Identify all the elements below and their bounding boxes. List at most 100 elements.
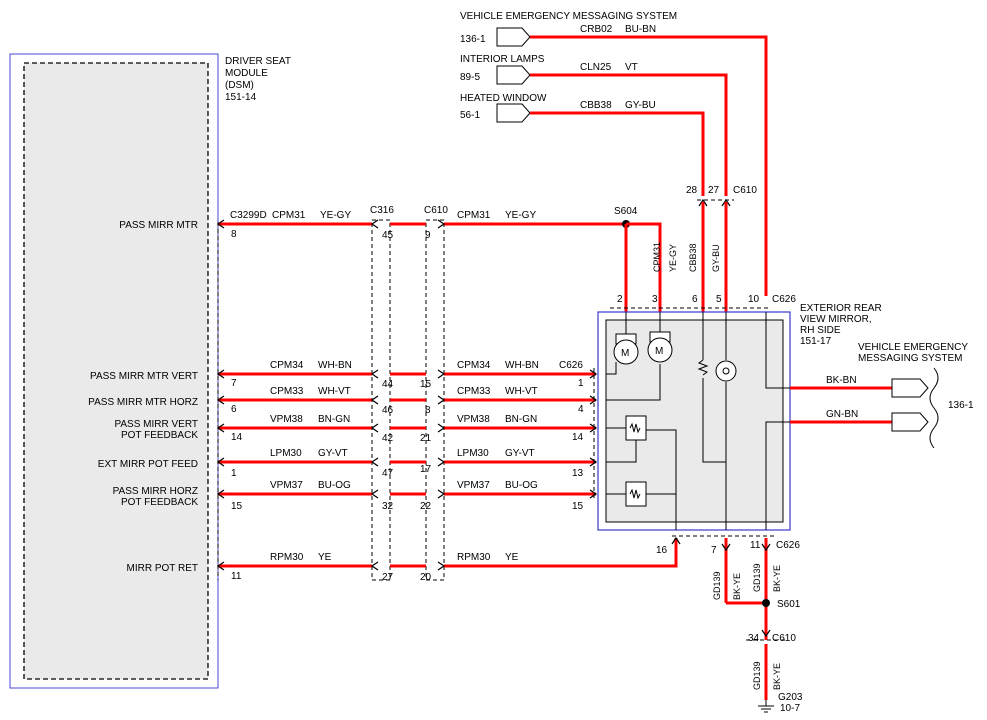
pin-arrow xyxy=(589,457,598,467)
c610-upper-label: C610 xyxy=(733,185,757,196)
c316-pin: 32 xyxy=(382,501,394,512)
circuit-label: CPM33 xyxy=(270,386,304,397)
dsm-pin-label-mtr-horz: PASS MIRR MTR HORZ xyxy=(88,397,198,408)
vems-right-title-2: MESSAGING SYSTEM xyxy=(858,353,962,364)
dsm-body xyxy=(23,62,209,680)
color-label: YE-GY xyxy=(320,210,351,221)
c610-ground-pin: 34 xyxy=(748,633,760,644)
color-label: YE xyxy=(505,552,519,563)
circuit-label: LPM30 xyxy=(457,448,489,459)
c626-left-pin: 13 xyxy=(572,468,584,479)
dsm-pin-label-horz-pot-2: POT FEEDBACK xyxy=(121,497,198,508)
potentiometer-icon xyxy=(625,415,647,441)
circuit-label: VPM37 xyxy=(270,480,303,491)
vems-top-ref: 136-1 xyxy=(460,34,486,45)
c610-pin: 17 xyxy=(420,464,432,475)
interior-lamps-title: INTERIOR LAMPS xyxy=(460,54,545,65)
pin-arrow xyxy=(216,561,225,571)
internal-wire xyxy=(702,378,726,463)
c316-pin: 42 xyxy=(382,433,394,444)
connector-terminal-icon xyxy=(891,412,929,432)
connector-terminal-icon xyxy=(891,378,929,398)
color-label: WH-BN xyxy=(318,360,352,371)
dsm-title-3: (DSM) xyxy=(225,80,254,91)
pin-arrow xyxy=(437,395,446,405)
c610-pin: 20 xyxy=(420,572,432,583)
exterior-mirror: EXTERIOR REAR VIEW MIRROR, RH SIDE 151-1… xyxy=(559,294,882,640)
vems-top-title: VEHICLE EMERGENCY MESSAGING SYSTEM xyxy=(460,11,677,22)
pin-arrow xyxy=(589,489,598,499)
motor-label: M xyxy=(655,346,663,357)
color-label: WH-VT xyxy=(505,386,538,397)
c626-left-pin: 15 xyxy=(572,501,584,512)
color-label: BU-OG xyxy=(318,480,351,491)
pin-arrow xyxy=(370,369,379,379)
heater-element-icon xyxy=(697,359,709,376)
pin-arrow xyxy=(589,395,598,405)
vertical-color-label: YE-GY xyxy=(668,244,678,272)
top-sources: VEHICLE EMERGENCY MESSAGING SYSTEM 136-1… xyxy=(460,11,768,312)
circuit-label: CPM31 xyxy=(457,210,491,221)
pot-housing xyxy=(625,415,647,441)
c626-top-pin: 5 xyxy=(716,294,722,305)
dsm-pin-number: 1 xyxy=(231,468,237,479)
c626-left-pin: 14 xyxy=(572,432,584,443)
vems-right: VEHICLE EMERGENCY MESSAGING SYSTEM BK-BN… xyxy=(790,342,974,449)
c626-bottom-pin: 11 xyxy=(750,540,761,551)
ground-icon xyxy=(758,700,774,713)
pin-arrow xyxy=(370,219,379,229)
mirror-title-3: RH SIDE xyxy=(800,325,841,336)
pin-arrow xyxy=(370,561,379,571)
circuit-label: VPM38 xyxy=(270,414,303,425)
vertical-color-label: GY-BU xyxy=(711,244,721,272)
vertical-color-label: BK-YE xyxy=(732,573,742,600)
color-label: BU-BN xyxy=(625,24,656,35)
pin-arrow xyxy=(721,198,731,207)
dsm-title-4: 151-14 xyxy=(225,92,257,103)
dsm-pin-number: 14 xyxy=(231,432,243,443)
pin-arrow xyxy=(437,219,446,229)
circuit-label: VPM38 xyxy=(457,414,490,425)
pin-arrow xyxy=(216,457,225,467)
ground-ref-label: 10-7 xyxy=(780,703,800,714)
c626-bottom-pin: 16 xyxy=(656,545,668,556)
c610-pin: 21 xyxy=(420,433,432,444)
color-label: GY-BU xyxy=(625,100,656,111)
ground-circuit: S601 GD139 BK-YE GD139 BK-YE 34 C610 GD1… xyxy=(712,563,803,714)
internal-wire xyxy=(765,421,790,530)
pot-resistor xyxy=(629,422,641,434)
lamp-icon xyxy=(715,360,737,382)
motor-icon: M xyxy=(647,331,673,363)
pin-arrow xyxy=(370,395,379,405)
pin-arrow xyxy=(437,489,446,499)
c626-left-label: C626 xyxy=(559,360,583,371)
motor-label: M xyxy=(621,348,629,359)
connector-terminal-icon xyxy=(496,103,531,123)
wire-cbb38 xyxy=(530,111,705,196)
circuit-label: RPM30 xyxy=(457,552,491,563)
c316-pin: 44 xyxy=(382,379,394,390)
color-label: VT xyxy=(625,62,638,73)
circuit-label: CLN25 xyxy=(580,62,612,73)
c610-outline xyxy=(425,219,445,581)
dsm-pin-number: 8 xyxy=(231,229,237,240)
c610-upper-pin: 28 xyxy=(686,185,698,196)
mirror-title-1: EXTERIOR REAR xyxy=(800,303,882,314)
c626-top-pin: 6 xyxy=(692,294,698,305)
pin-arrow xyxy=(437,561,446,571)
color-label: WH-BN xyxy=(505,360,539,371)
dsm-pin-label-pass-mirr-mtr: PASS MIRR MTR xyxy=(119,220,198,231)
dsm-pin-label-vert-pot-1: PASS MIRR VERT xyxy=(114,419,198,430)
circuit-label: VPM37 xyxy=(457,480,490,491)
c610-pin: 8 xyxy=(425,405,431,416)
wire-crb02 xyxy=(530,35,768,296)
dsm-pin-label-vert-pot-2: POT FEEDBACK xyxy=(121,430,198,441)
dsm-pin-label-horz-pot-1: PASS MIRR HORZ xyxy=(113,486,198,497)
pin-arrow xyxy=(216,489,225,499)
splice-s604-label: S604 xyxy=(614,206,638,217)
c626-left-pin: 1 xyxy=(578,378,584,389)
internal-wire xyxy=(606,362,617,375)
c316-pin: 46 xyxy=(382,405,394,416)
lamp-filament xyxy=(722,367,730,375)
circuit-label: RPM30 xyxy=(270,552,304,563)
